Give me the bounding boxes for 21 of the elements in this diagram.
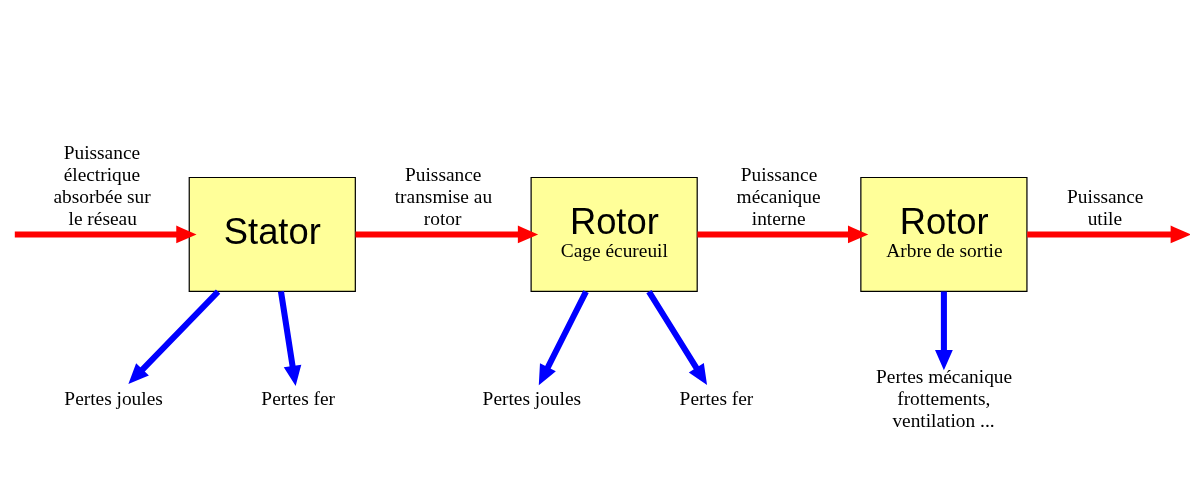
edge-label: Puissance mécanique interne — [736, 163, 821, 229]
node-text: Pertes fer — [679, 388, 754, 410]
arrow — [646, 289, 708, 385]
node-text: Pertes joules — [64, 388, 163, 410]
arrow — [538, 290, 589, 386]
node-text: Pertes fer — [261, 388, 336, 410]
arrow — [1027, 225, 1190, 244]
node-box: Rotor Arbre de sortie — [860, 176, 1028, 293]
arrow — [697, 225, 869, 244]
edge-label: Puissance transmise au rotor — [394, 163, 493, 229]
arrow — [935, 291, 953, 371]
node-text: Pertes joules — [482, 388, 582, 410]
arrow — [278, 291, 302, 387]
node-box: Stator — [188, 176, 356, 293]
node-box: Rotor Cage écureuil — [530, 176, 698, 293]
edge-label: Puissance électrique absorbée sur le réseau — [53, 142, 151, 229]
arrow — [355, 225, 539, 244]
arrow — [128, 289, 221, 384]
node-text: Pertes mécanique frottements, ventilation ... — [876, 366, 1013, 431]
edge-label: Puissance utile — [1067, 185, 1144, 229]
arrow — [14, 225, 197, 244]
